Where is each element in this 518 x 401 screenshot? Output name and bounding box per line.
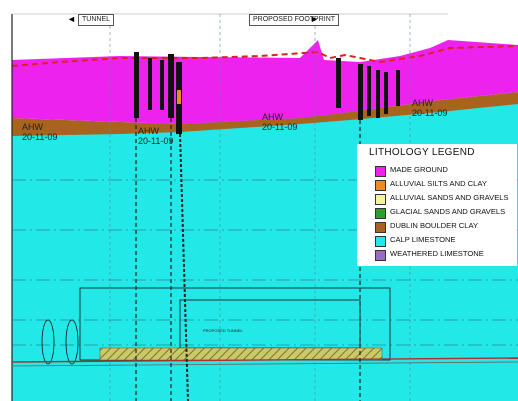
left-arrow-icon: ◄	[67, 14, 76, 24]
legend-swatch	[375, 194, 386, 205]
legend-swatch	[375, 222, 386, 233]
section-tag-right: PROPOSED FOOTPRINT	[249, 14, 340, 26]
boulder-clay-layer	[12, 92, 518, 136]
ground-level-line	[11, 45, 518, 67]
legend-swatch	[375, 236, 386, 247]
legend-swatch	[375, 208, 386, 219]
legend-item: GLACIAL SANDS AND GRAVELS	[375, 206, 517, 220]
right-arrow-icon: ►	[310, 14, 319, 24]
tunnel-hatch-zone	[99, 347, 383, 361]
legend-title: LITHOLOGY LEGEND	[369, 147, 475, 158]
legend-item: CALP LIMESTONE	[375, 234, 517, 248]
legend-item: MADE GROUND	[375, 164, 517, 178]
legend-item: ALLUVIAL SANDS AND GRAVELS	[375, 192, 517, 206]
legend-item: ALLUVIAL SILTS AND CLAY	[375, 178, 517, 192]
legend-item: WEATHERED LIMESTONE	[375, 248, 517, 262]
tunnel-line	[11, 357, 518, 363]
section-tag-left: TUNNEL	[78, 14, 115, 26]
legend-item: DUBLIN BOULDER CLAY	[375, 220, 517, 234]
legend-swatch	[375, 250, 386, 261]
legend-swatch	[375, 180, 386, 191]
lithology-legend: LITHOLOGY LEGEND MADE GROUND ALLUVIAL SI…	[357, 144, 517, 266]
tunnel-annotation: PROPOSED TUNNEL	[203, 328, 243, 333]
legend-swatch	[375, 166, 386, 177]
